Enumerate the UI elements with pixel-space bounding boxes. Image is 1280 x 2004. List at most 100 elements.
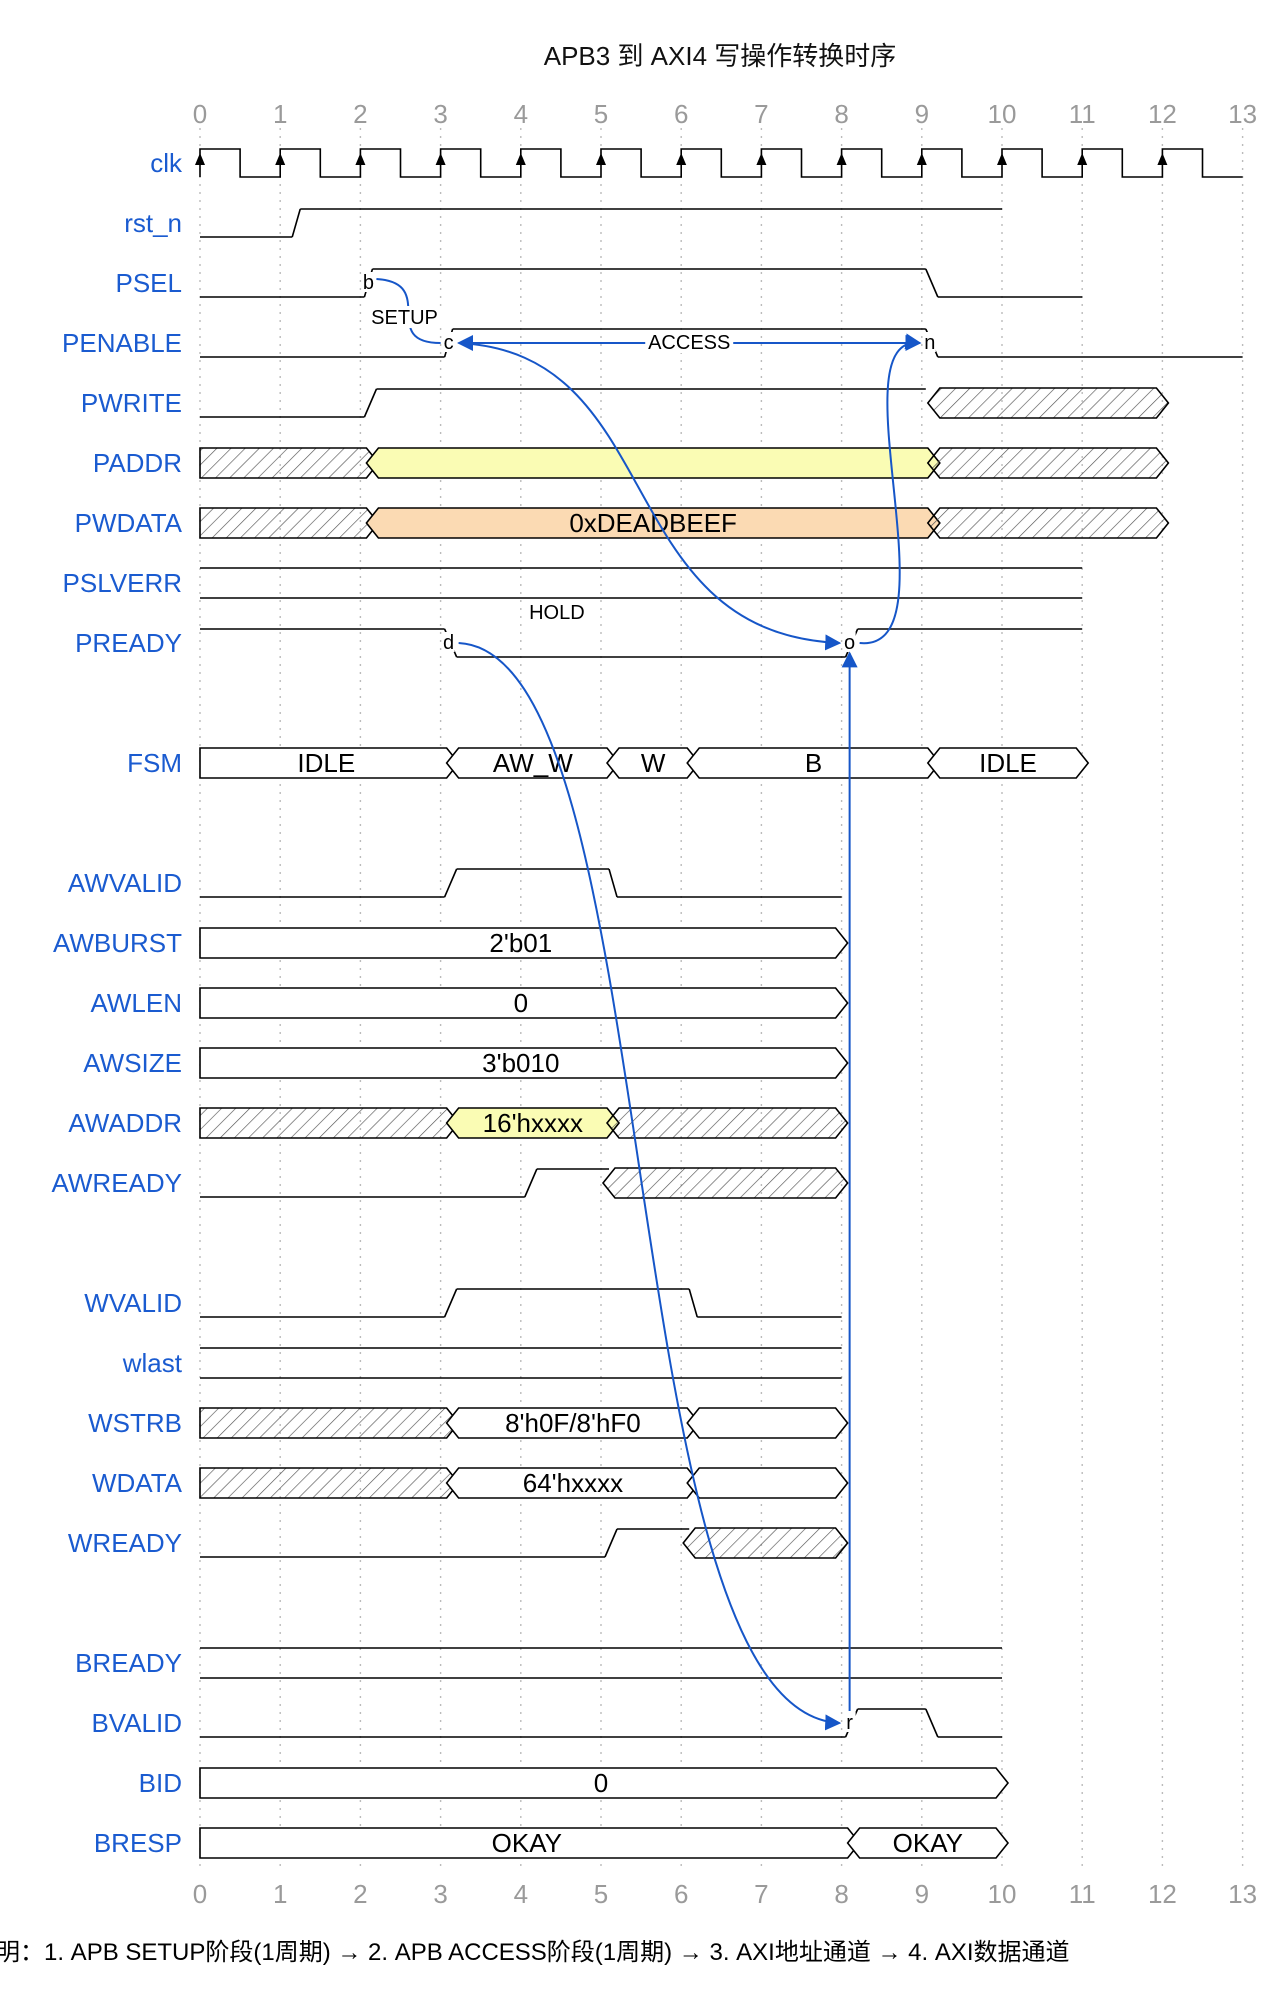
tick-label: 1	[273, 99, 287, 129]
signal-name: BRESP	[94, 1828, 182, 1858]
clk-edge-arrow	[836, 153, 847, 165]
segment-value: OKAY	[492, 1828, 562, 1858]
tick-label: 7	[754, 1879, 768, 1909]
node-backdrop	[442, 332, 455, 352]
undefined-segment	[926, 507, 1170, 539]
signal-name-clk: clk	[150, 148, 183, 178]
edge-arrow	[859, 333, 922, 645]
tick-label: 1	[273, 1879, 287, 1909]
signal-name: PSLVERR	[63, 568, 182, 598]
signal-row-bvalid: BVALID r	[91, 1708, 1002, 1738]
signal-row-fsm: FSM IDLE AW_W W B IDLE	[127, 747, 1090, 779]
node-label: o	[844, 632, 855, 654]
data-segment	[926, 747, 1090, 779]
tick-label: 4	[514, 99, 528, 129]
tick-label: 7	[754, 99, 768, 129]
segment-value: IDLE	[297, 748, 355, 778]
signal-row-bready: BREADY	[75, 1647, 1002, 1679]
clk-edge-arrow	[275, 153, 286, 165]
segment-value: B	[805, 748, 822, 778]
signal-name: BID	[139, 1768, 182, 1798]
signal-row-awvalid: AWVALID	[68, 868, 842, 898]
tick-label: 6	[674, 99, 688, 129]
edge-label-backdrop	[645, 331, 734, 353]
tick-label: 5	[594, 1879, 608, 1909]
undefined-segment	[199, 507, 380, 539]
data-segment	[846, 1827, 1010, 1859]
tick-label: 2	[353, 99, 367, 129]
clk-edge-arrow	[676, 153, 687, 165]
signal-name: FSM	[127, 748, 182, 778]
data-segment	[686, 1467, 849, 1499]
signal-name: PWRITE	[81, 388, 182, 418]
undefined-segment	[199, 1407, 460, 1439]
node-label: c	[444, 332, 454, 354]
node-backdrop	[442, 632, 455, 652]
clk-edge-arrow	[435, 153, 446, 165]
clk-edge-arrow	[596, 153, 606, 165]
signal-name: PADDR	[93, 448, 182, 478]
segment-value: 64'hxxxx	[523, 1468, 623, 1498]
edge-label: ACCESS	[648, 332, 730, 354]
node-backdrop	[362, 272, 375, 292]
clk-edge-arrow	[355, 153, 366, 165]
signal-row-psel: PSEL b	[116, 268, 1083, 298]
signal-row-wready: WREADY	[68, 1527, 849, 1559]
transition	[925, 1708, 939, 1738]
clk-edge-arrow	[1077, 153, 1088, 165]
transition	[443, 868, 458, 898]
edge-c-o: HOLD	[458, 342, 842, 651]
signal-name: PWDATA	[75, 508, 183, 538]
clk-edge-arrow	[1157, 153, 1168, 165]
segment-value: W	[641, 748, 666, 778]
signal-name: BVALID	[91, 1708, 182, 1738]
clk-edge-arrow	[916, 153, 927, 165]
edge-label-backdrop	[366, 306, 443, 328]
tick-label: 13	[1228, 99, 1257, 129]
node-label: b	[363, 272, 374, 294]
node-label: r	[846, 1712, 853, 1734]
transition	[291, 208, 302, 238]
transition	[925, 268, 939, 298]
signal-name: WVALID	[84, 1288, 182, 1318]
tick-label: 9	[915, 99, 929, 129]
undefined-segment	[199, 1107, 460, 1139]
segment-value: IDLE	[979, 748, 1037, 778]
tick-label: 10	[988, 99, 1017, 129]
edge-arrow	[458, 342, 842, 651]
transition	[688, 1288, 699, 1318]
segment-value: AW_W	[493, 748, 573, 778]
node-label: d	[443, 632, 454, 654]
signal-row-pwrite: PWRITE	[81, 387, 1170, 419]
signal-name: PSEL	[116, 268, 183, 298]
node-backdrop	[923, 332, 936, 352]
signal-name: PENABLE	[62, 328, 182, 358]
edge-label: HOLD	[529, 602, 585, 624]
signal-name: BREADY	[75, 1648, 182, 1678]
undefined-segment	[601, 1167, 849, 1199]
edge-c-n: ACCESS	[457, 331, 922, 354]
node-label: n	[924, 332, 935, 354]
tick-label: 12	[1148, 1879, 1177, 1909]
tick-label: 8	[834, 1879, 848, 1909]
segment-value: 8'h0F/8'hF0	[505, 1408, 641, 1438]
signal-name: WREADY	[68, 1528, 182, 1558]
tick-label: 10	[988, 1879, 1017, 1909]
time-grid	[199, 128, 1244, 1868]
clk-edge-arrow	[515, 153, 526, 165]
signal-name: wlast	[122, 1348, 183, 1378]
undefined-segment	[199, 1467, 460, 1499]
edge-label-backdrop	[524, 601, 589, 623]
tick-label: 5	[594, 99, 608, 129]
undefined-segment	[926, 447, 1170, 479]
